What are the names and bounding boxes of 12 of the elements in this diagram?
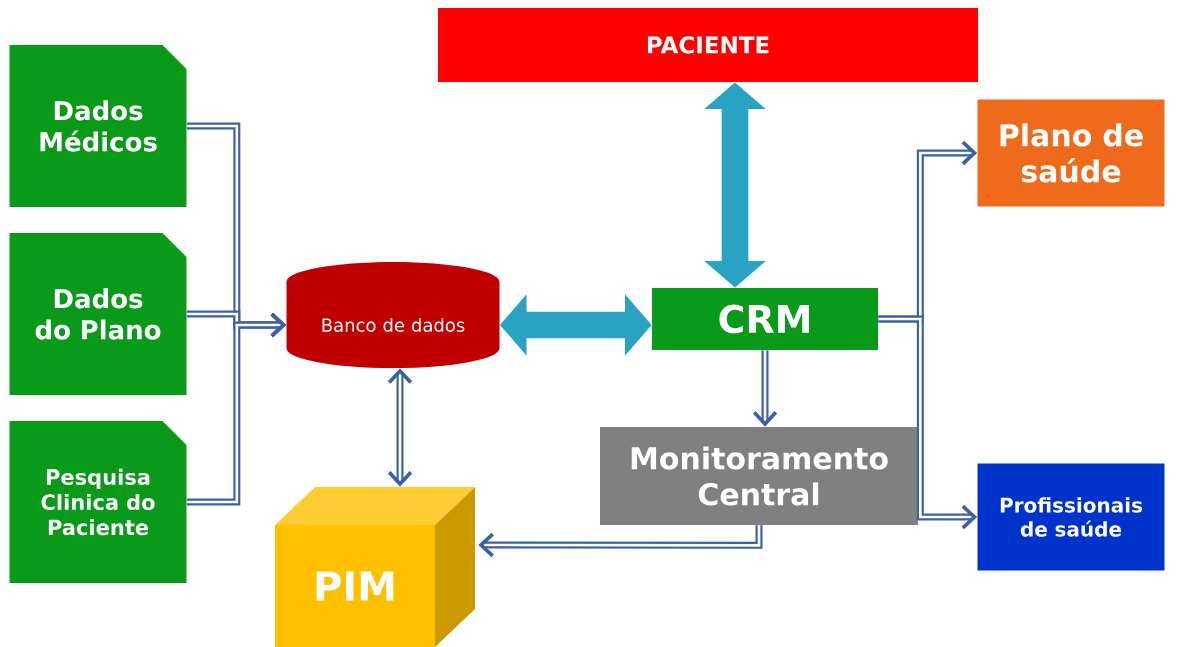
process-box: PACIENTE [438, 8, 978, 82]
process-box: Plano de saúde [977, 99, 1165, 207]
process-box: Profissionais de saúde [977, 463, 1165, 571]
double-line-arrow [878, 315, 978, 530]
process-box: Monitoramento Central [600, 427, 918, 525]
double-line-arrow [387, 368, 413, 487]
database-cylinder: Banco de dados [286, 261, 500, 368]
double-line-arrow [752, 350, 778, 427]
double-line-arrow [186, 312, 287, 506]
double-line-arrow [478, 525, 763, 558]
cube: PIM [275, 487, 475, 647]
process-box: CRM [652, 288, 878, 350]
